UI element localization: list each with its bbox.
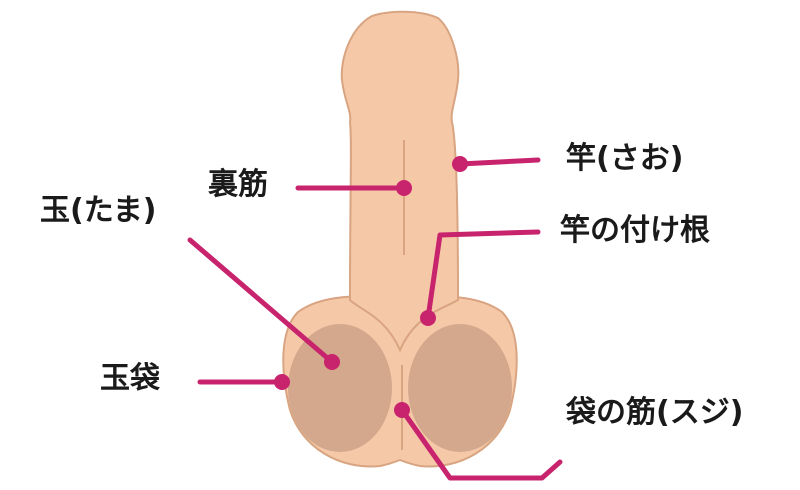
callout-shaft (457, 157, 541, 167)
callout-scrotum-dot (274, 374, 290, 390)
right-testis (408, 324, 512, 452)
callout-scrotal-raphe (399, 407, 563, 481)
callout-ball-dot (324, 354, 340, 370)
label-frenulum: 裏筋 (208, 167, 268, 202)
label-shaft: 竿(さお) (566, 141, 684, 176)
shaft-shape (340, 10, 460, 353)
label-scrotum: 玉袋 (100, 361, 160, 396)
callout-lines (187, 156, 563, 481)
callout-ball (187, 237, 335, 365)
callout-shaft-dot (452, 156, 468, 172)
callout-scrotal-raphe-dot (394, 402, 410, 418)
label-shaft-base: 竿の付け根 (560, 213, 710, 248)
left-testis (288, 324, 392, 452)
callout-shaft-base-dot (420, 310, 436, 326)
callout-shaft-base (425, 229, 541, 321)
label-scrotal-raphe: 袋の筋(スジ) (566, 395, 744, 430)
label-ball: 玉(たま) (40, 193, 157, 228)
callout-frenulum-dot (396, 180, 412, 196)
